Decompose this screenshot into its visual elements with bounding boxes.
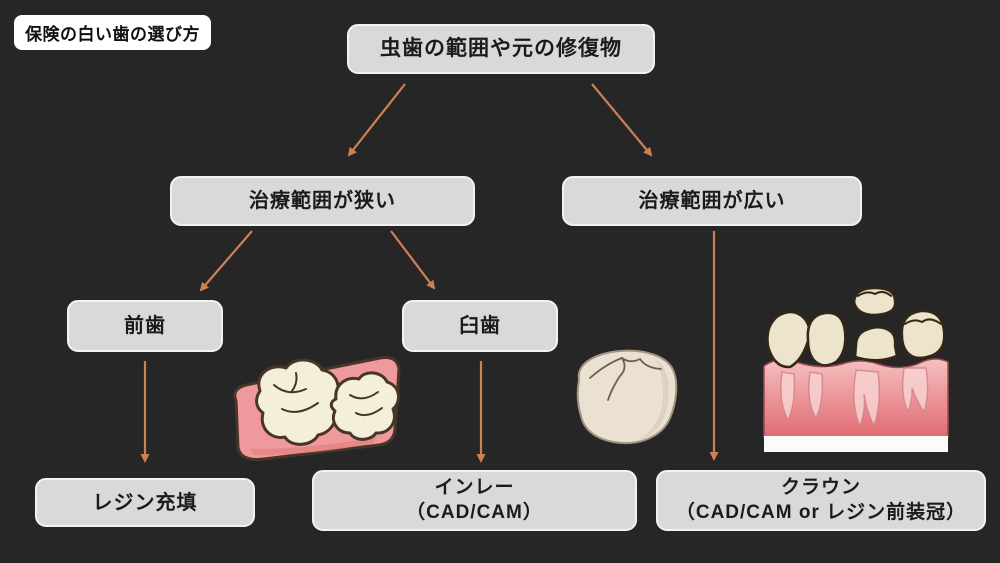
title-badge: 保険の白い歯の選び方 <box>14 15 211 50</box>
node-label: 虫歯の範囲や元の修復物 <box>380 37 622 61</box>
node-label: 治療範囲が広い <box>638 190 786 212</box>
node-cavity-extent: 虫歯の範囲や元の修復物 <box>347 24 655 74</box>
node-label: レジン充填 <box>92 491 198 514</box>
node-label: 治療範囲が狭い <box>249 190 396 212</box>
arrow-root-to-narrow <box>347 83 406 157</box>
node-inlay: インレー （CAD/CAM） <box>312 470 637 531</box>
molars-on-gum-illustration <box>224 345 409 465</box>
node-label-line2: （CAD/CAM） <box>406 501 543 523</box>
node-label-line1: インレー <box>434 476 515 498</box>
crown-placement-illustration <box>762 286 950 453</box>
node-crown: クラウン （CAD/CAM or レジン前装冠） <box>656 470 986 531</box>
node-label: 臼歯 <box>459 315 501 337</box>
arrow-narrow-to-molar <box>390 230 436 290</box>
single-molar-illustration <box>566 346 688 448</box>
node-resin-filling: レジン充填 <box>35 478 255 527</box>
node-label-line2: （CAD/CAM or レジン前装冠） <box>675 501 967 523</box>
arrow-narrow-to-front <box>199 230 253 292</box>
node-label-line1: クラウン <box>780 476 861 498</box>
node-wide-treatment: 治療範囲が広い <box>562 176 862 226</box>
node-front-teeth: 前歯 <box>67 300 223 352</box>
node-label: 前歯 <box>124 315 166 337</box>
node-molar-teeth: 臼歯 <box>402 300 558 352</box>
node-narrow-treatment: 治療範囲が狭い <box>170 176 475 226</box>
arrow-root-to-wide <box>591 83 653 157</box>
